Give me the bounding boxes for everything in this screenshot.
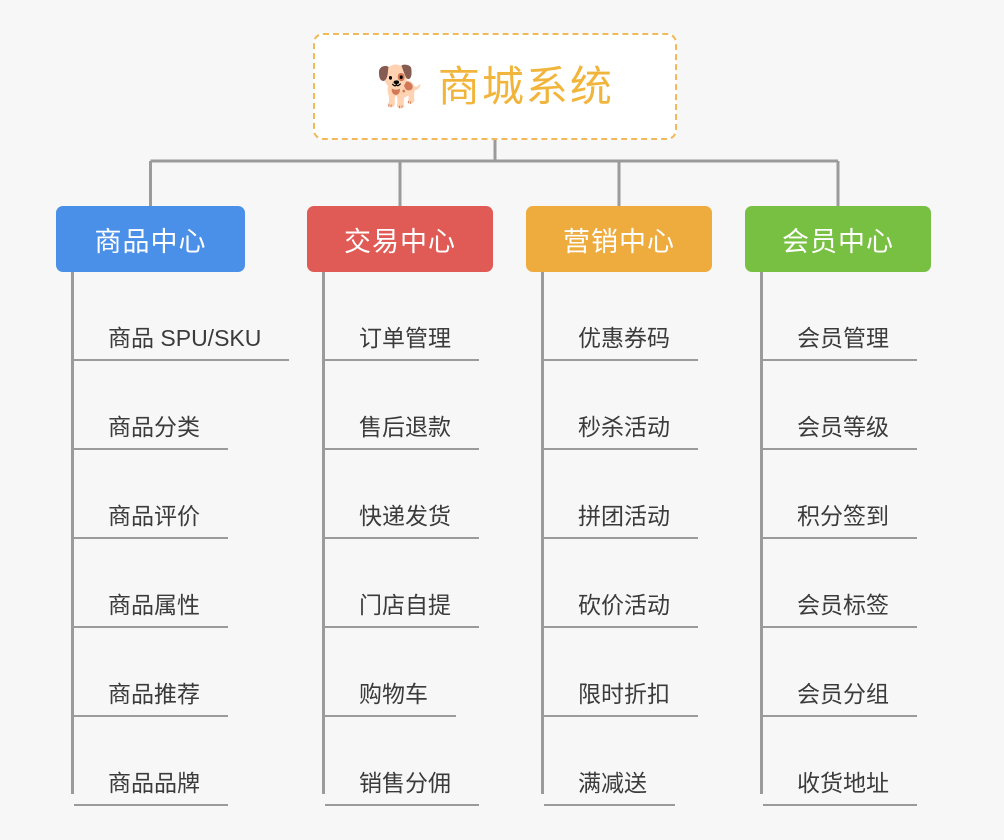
- leaf-item[interactable]: 商品推荐: [74, 628, 228, 717]
- leaf-item[interactable]: 会员管理: [763, 272, 917, 361]
- shiba-dog-face-icon: 🐕: [376, 64, 426, 109]
- leaf-item-label: 商品推荐: [74, 681, 228, 717]
- leaf-item[interactable]: 秒杀活动: [544, 361, 698, 450]
- leaf-item[interactable]: 商品 SPU/SKU: [74, 272, 290, 361]
- leaf-item[interactable]: 优惠券码: [544, 272, 698, 361]
- leaf-item[interactable]: 拼团活动: [544, 450, 698, 539]
- category-box-product[interactable]: 商品中心: [56, 206, 245, 272]
- leaf-item-label: 商品分类: [74, 414, 228, 450]
- root-title: 商城系统: [437, 62, 614, 110]
- leaf-item-label: 拼团活动: [544, 503, 698, 539]
- leaf-item[interactable]: 限时折扣: [544, 628, 698, 717]
- category-label: 商品中心: [94, 226, 207, 257]
- leaf-item-label: 销售分佣: [325, 770, 479, 806]
- column-spine: [71, 272, 74, 794]
- category-box-marketing[interactable]: 营销中心: [526, 206, 712, 272]
- leaf-item-label: 门店自提: [325, 592, 479, 628]
- leaf-item-label: 秒杀活动: [544, 414, 698, 450]
- leaf-item[interactable]: 快递发货: [325, 450, 479, 539]
- leaf-item-label: 积分签到: [763, 503, 917, 539]
- leaf-item-label: 商品评价: [74, 503, 228, 539]
- root-node[interactable]: 🐕 商城系统: [313, 33, 677, 140]
- leaf-item-label: 商品品牌: [74, 770, 228, 806]
- leaf-item-label: 售后退款: [325, 414, 479, 450]
- category-label: 会员中心: [782, 226, 894, 257]
- leaf-item-label: 商品属性: [74, 592, 228, 628]
- leaf-item-label: 购物车: [325, 681, 456, 717]
- column-spine: [760, 272, 763, 794]
- column-spine: [322, 272, 325, 794]
- leaf-item[interactable]: 会员等级: [763, 361, 917, 450]
- leaf-item[interactable]: 会员分组: [763, 628, 917, 717]
- category-label: 交易中心: [344, 226, 456, 257]
- category-label: 营销中心: [563, 226, 675, 257]
- leaf-item[interactable]: 购物车: [325, 628, 456, 717]
- leaf-item-label: 优惠券码: [544, 325, 698, 361]
- leaf-item-label: 会员分组: [763, 681, 917, 717]
- leaf-item-label: 快递发货: [325, 503, 479, 539]
- leaf-item[interactable]: 商品品牌: [74, 717, 228, 806]
- leaf-item[interactable]: 收货地址: [763, 717, 917, 806]
- leaf-item[interactable]: 商品评价: [74, 450, 228, 539]
- leaf-item[interactable]: 商品属性: [74, 539, 228, 628]
- category-box-trade[interactable]: 交易中心: [307, 206, 493, 272]
- leaf-item-label: 砍价活动: [544, 592, 698, 628]
- leaf-item-label: 会员等级: [763, 414, 917, 450]
- leaf-item[interactable]: 满减送: [544, 717, 675, 806]
- leaf-item[interactable]: 售后退款: [325, 361, 479, 450]
- category-box-member[interactable]: 会员中心: [745, 206, 931, 272]
- leaf-item[interactable]: 商品分类: [74, 361, 228, 450]
- leaf-item[interactable]: 会员标签: [763, 539, 917, 628]
- column-spine: [541, 272, 544, 794]
- leaf-item[interactable]: 订单管理: [325, 272, 479, 361]
- leaf-item-label: 会员管理: [763, 325, 917, 361]
- leaf-item[interactable]: 积分签到: [763, 450, 917, 539]
- leaf-item[interactable]: 砍价活动: [544, 539, 698, 628]
- leaf-item-label: 满减送: [544, 770, 675, 806]
- leaf-item-label: 收货地址: [763, 770, 917, 806]
- leaf-item-label: 商品 SPU/SKU: [74, 325, 290, 361]
- leaf-item-label: 限时折扣: [544, 681, 698, 717]
- leaf-item-label: 订单管理: [325, 325, 479, 361]
- leaf-item[interactable]: 销售分佣: [325, 717, 479, 806]
- leaf-item[interactable]: 门店自提: [325, 539, 479, 628]
- leaf-item-label: 会员标签: [763, 592, 917, 628]
